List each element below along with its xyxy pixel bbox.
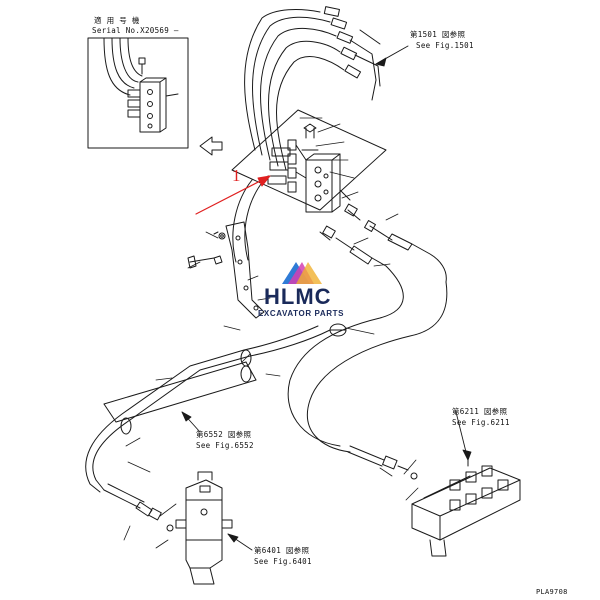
inset-arrow [199,136,223,156]
lower-fittings [103,445,418,532]
inset-label-title: 適 用 号 機 [94,16,140,25]
callout-6211-en: See Fig.6211 [452,418,510,427]
callout-1501-en: See Fig.1501 [416,41,474,50]
hose-sleeve [103,361,257,423]
control-valve [411,455,521,557]
callout-6552-en: See Fig.6552 [196,441,254,450]
brand-logo-mark [282,262,322,284]
page-code: PLA9708 [536,588,568,596]
callout-6401-jp: 第6401 図参照 [254,546,310,555]
callout-6401-en: See Fig.6401 [254,557,312,566]
bracket [187,221,265,319]
callout-1501-jp: 第1501 図参照 [410,30,466,39]
valve-assembly [231,109,387,263]
brand-name: HLMC [264,284,332,309]
inset-box [87,37,189,149]
middle-hoses [85,209,448,493]
leader-lines [123,117,419,549]
brand-tagline: EXCAVATOR PARTS [258,309,345,318]
inset-label-serial: Serial No.X20569 — [92,26,179,35]
upper-hoses [244,6,381,171]
part-pointer [195,175,271,215]
swivel-joint [175,471,233,585]
part-number-label: 1 [232,166,241,185]
callout-leaders [181,45,472,551]
callout-6211-jp: 第6211 図参照 [452,407,508,416]
callout-6552-jp: 第6552 図参照 [196,430,252,439]
